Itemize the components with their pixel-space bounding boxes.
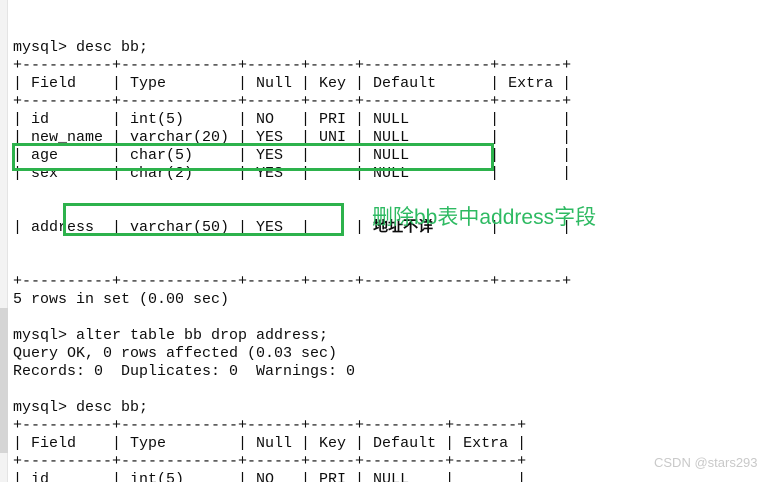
left-scrollbar-thumb[interactable] bbox=[0, 308, 8, 453]
address-default-value: 地址不详 bbox=[373, 219, 434, 236]
address-row-left: | address | varchar(50) | YES | | bbox=[13, 219, 374, 236]
address-row-right: | | bbox=[490, 219, 572, 236]
left-scrollbar-track bbox=[0, 0, 8, 482]
csdn-watermark: CSDN @stars293 bbox=[654, 455, 758, 470]
mysql-terminal-output: mysql> desc bb; +----------+------------… bbox=[13, 3, 571, 482]
table-row-address: | address | varchar(50) | YES | | 地址不详 | … bbox=[13, 219, 571, 237]
desc-bb-output-top: mysql> desc bb; +----------+------------… bbox=[13, 39, 572, 182]
alter-and-second-desc-output: +----------+-------------+------+-----+-… bbox=[13, 273, 572, 482]
annotation-drop-address: 删除bb表中address字段 bbox=[372, 206, 597, 229]
